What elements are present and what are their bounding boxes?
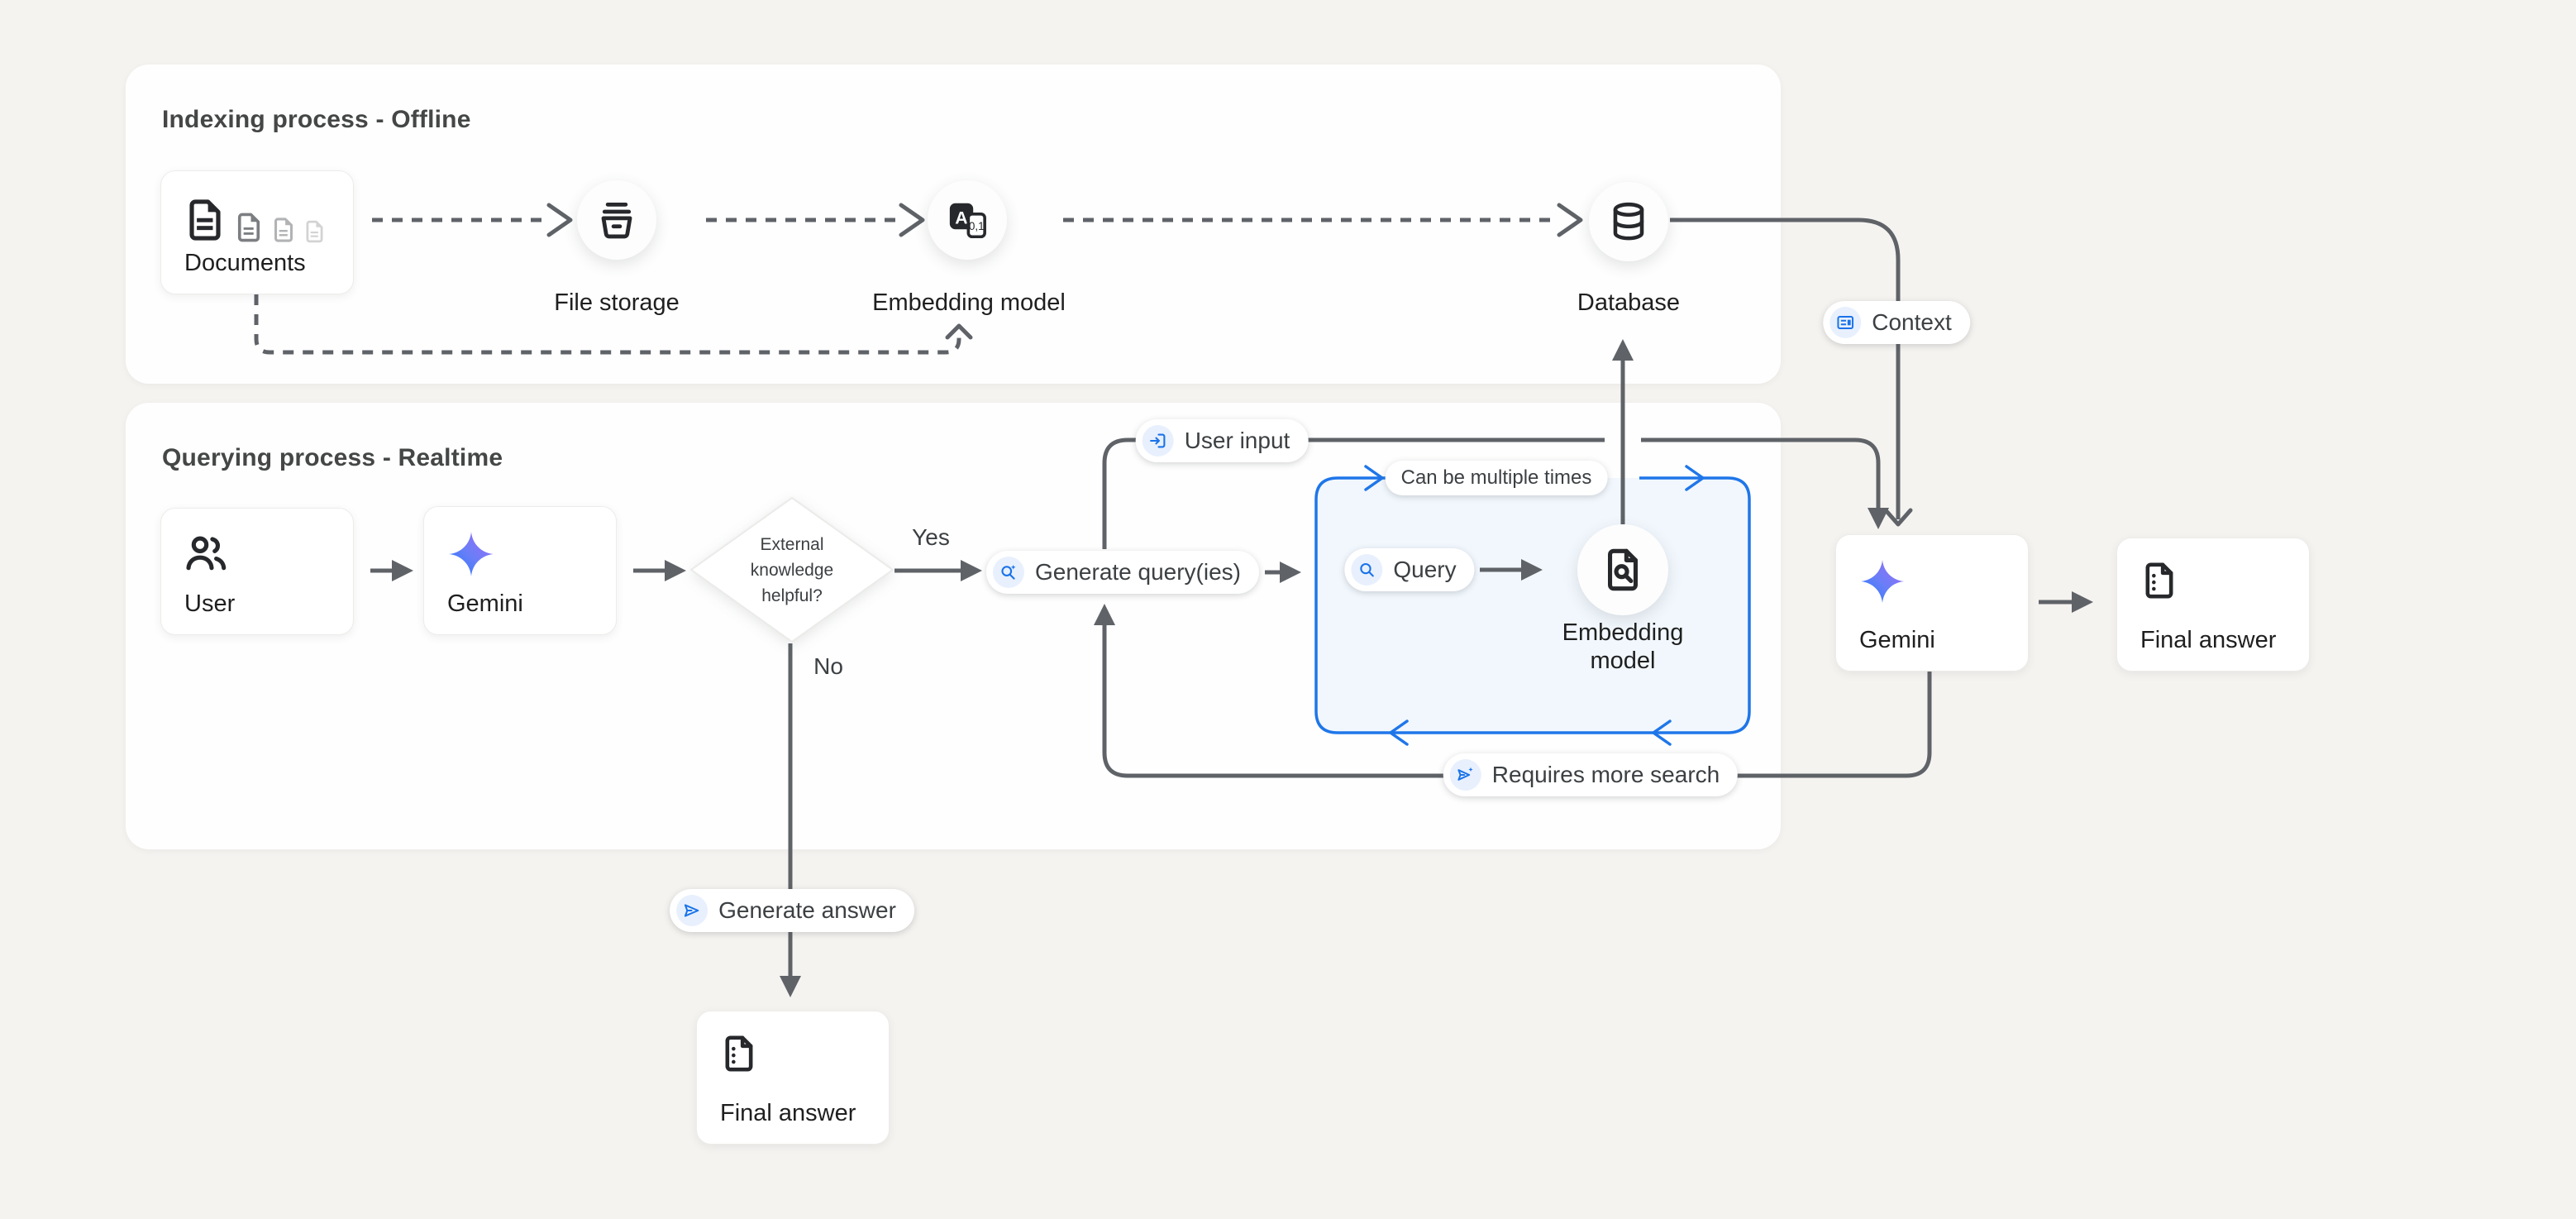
embedding-model-bottom-node xyxy=(1577,524,1668,615)
documents-icon xyxy=(183,194,327,246)
embedding-model-bottom-label: Embedding model xyxy=(1562,619,1684,674)
edge-database-context-to-gemini xyxy=(1670,218,1901,519)
database-icon xyxy=(1613,202,1644,241)
querying-section-title: Querying process - Realtime xyxy=(162,444,503,471)
generate-query-label: Generate query(ies) xyxy=(1034,559,1242,585)
solid-edges xyxy=(370,218,2075,979)
context-arrowhead xyxy=(1883,508,1913,527)
cycle-container-fill xyxy=(1316,478,1749,733)
edge-documents-feedback-to-embedding xyxy=(254,294,961,355)
final-answer-right-label: Final answer xyxy=(2140,627,2277,653)
cycle-arrow-top-left-icon xyxy=(1364,465,1384,491)
embedding-model-top-node: A 0,1 xyxy=(928,180,1007,260)
no-label: No xyxy=(813,653,843,679)
final-answer-bottom-node: Final answer xyxy=(696,1011,890,1145)
cycle-arrow-top-right-icon xyxy=(1685,465,1705,491)
user-input-label: User input xyxy=(1184,428,1290,453)
context-pill: Context xyxy=(1823,301,1970,344)
solid-arrowheads xyxy=(392,339,2093,997)
can-be-multiple-times-pill: Can be multiple times xyxy=(1385,461,1608,495)
search-sparkle-icon xyxy=(1001,565,1016,580)
cycle-container-border xyxy=(1314,476,1751,734)
requires-more-search-chip xyxy=(1449,759,1481,791)
generate-answer-label: Generate answer xyxy=(718,897,896,923)
cycle-direction-arrows xyxy=(1364,465,1705,746)
context-chip xyxy=(1829,307,1862,338)
context-icon xyxy=(1837,316,1854,329)
requires-more-search-label: Requires more search xyxy=(1491,762,1720,787)
final-answer-icon xyxy=(718,1033,760,1078)
gemini-right-label: Gemini xyxy=(1859,627,1935,653)
cycle-arrow-bottom-left-icon xyxy=(1389,719,1409,746)
send-icon xyxy=(684,904,699,917)
decision-node: External knowledge helpful? xyxy=(689,496,894,643)
svg-text:0,1: 0,1 xyxy=(969,220,985,232)
user-input-chip xyxy=(1142,425,1174,457)
final-answer-right-node: Final answer xyxy=(2116,538,2310,672)
send-sparkle-icon xyxy=(1457,767,1473,781)
database-node xyxy=(1589,182,1668,261)
documents-node: Documents xyxy=(160,170,354,294)
embedding-model-top-label: Embedding model xyxy=(872,289,1066,316)
search-icon xyxy=(1360,562,1374,577)
gemini-right-node: Gemini xyxy=(1835,534,2029,672)
edge-userinput-left xyxy=(1102,437,1605,549)
user-node: User xyxy=(160,508,354,635)
input-icon xyxy=(1150,433,1166,448)
file-search-icon xyxy=(1607,548,1639,591)
generate-query-pill: Generate query(ies) xyxy=(985,551,1260,594)
indexing-section-title: Indexing process - Offline xyxy=(162,106,471,133)
yes-label: Yes xyxy=(912,524,950,550)
embedding-model-icon: A 0,1 xyxy=(949,203,986,239)
cycle-arrow-bottom-right-icon xyxy=(1652,719,1672,746)
dashed-edge-heads xyxy=(546,203,1583,340)
requires-more-search-pill: Requires more search xyxy=(1443,753,1739,796)
svg-text:A: A xyxy=(955,208,967,227)
document-ghost-icon xyxy=(237,213,260,242)
file-storage-icon xyxy=(601,202,632,239)
gemini-icon xyxy=(446,528,497,584)
generate-answer-chip xyxy=(676,895,708,926)
decision-text: External knowledge helpful? xyxy=(750,534,834,605)
query-chip xyxy=(1351,554,1383,586)
document-icon xyxy=(189,199,221,241)
query-label: Query xyxy=(1393,557,1457,582)
user-icon xyxy=(183,530,229,581)
context-label: Context xyxy=(1872,309,1952,335)
document-ghost-icon xyxy=(274,218,293,242)
query-pill: Query xyxy=(1344,548,1475,591)
user-input-pill: User input xyxy=(1135,419,1309,462)
user-label: User xyxy=(184,590,236,617)
document-ghost-icon xyxy=(306,220,323,243)
gemini-left-node: Gemini xyxy=(423,506,617,635)
gemini-icon xyxy=(1858,557,1907,610)
can-be-multiple-times-label: Can be multiple times xyxy=(1400,466,1592,489)
edge-userinput-right xyxy=(1641,437,1881,509)
generate-query-chip xyxy=(992,557,1024,588)
decision-diamond-shape xyxy=(690,497,894,643)
database-label: Database xyxy=(1577,289,1681,316)
documents-label: Documents xyxy=(184,250,306,276)
final-answer-icon xyxy=(2139,560,2180,605)
dashed-edges xyxy=(254,218,1559,355)
file-storage-label: File storage xyxy=(554,289,680,316)
generate-answer-pill: Generate answer xyxy=(670,889,914,932)
gemini-left-label: Gemini xyxy=(447,590,523,617)
file-storage-node xyxy=(577,180,656,260)
final-answer-bottom-label: Final answer xyxy=(720,1100,856,1126)
